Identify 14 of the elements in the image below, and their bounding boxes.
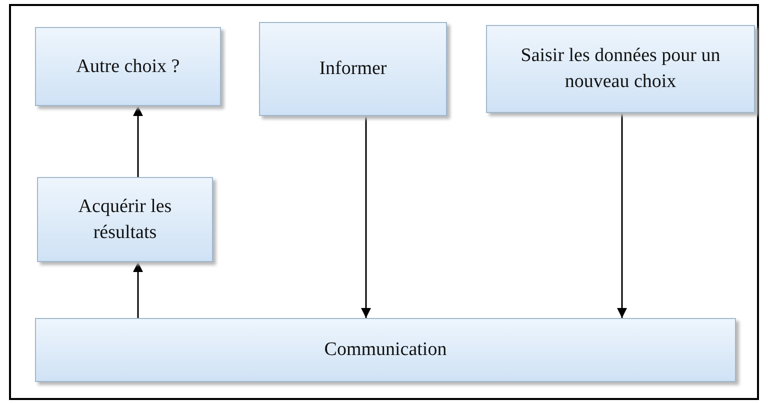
arrow xyxy=(617,113,627,318)
box-label: Saisir les données pour un nouveau choix xyxy=(520,44,722,94)
arrow xyxy=(133,262,143,318)
process-box xyxy=(259,22,447,116)
box-label: Communication xyxy=(324,338,447,362)
arrow xyxy=(361,116,371,318)
process-box xyxy=(486,25,755,113)
process-box xyxy=(35,27,221,106)
process-box xyxy=(37,177,213,262)
arrow xyxy=(133,106,143,177)
box-label: Informer xyxy=(319,57,387,82)
box-label: Acquérir les résultats xyxy=(77,194,173,244)
process-box xyxy=(35,318,736,382)
box-label: Autre choix ? xyxy=(76,54,180,79)
